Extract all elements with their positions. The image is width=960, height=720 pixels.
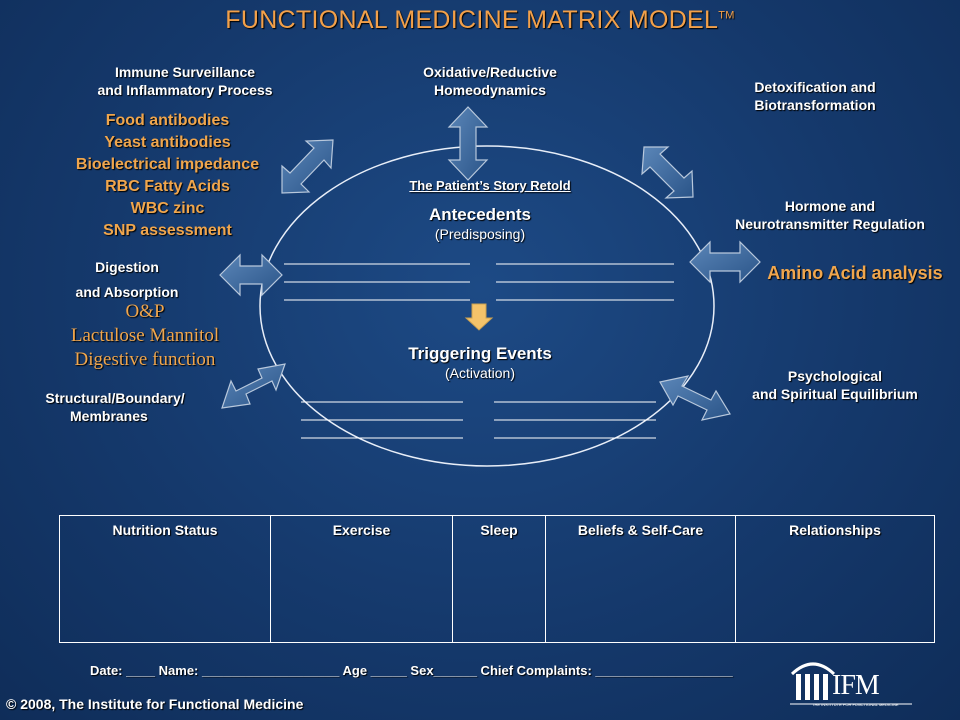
antecedents-heading: Antecedents	[428, 205, 532, 224]
antecedents-sub: (Predisposing)	[434, 226, 526, 242]
test-item: RBC Fatty Acids	[105, 178, 230, 195]
double-arrow-immune	[281, 139, 334, 194]
ifm-logo-icon	[790, 662, 912, 705]
psych-line2: and Spiritual Equilibrium	[752, 386, 918, 402]
hormone-line2: Neurotransmitter Regulation	[735, 216, 925, 232]
test-item: Bioelectrical impedance	[75, 156, 260, 173]
ifm-logo: IFM THE INSTITUTE FOR FUNCTIONAL MEDICIN…	[788, 652, 918, 708]
detox-label: Detoxification and Biotransformation	[715, 78, 915, 114]
double-arrow-hormone	[689, 240, 761, 284]
test-item: SNP assessment	[103, 222, 232, 239]
center-ellipse	[259, 145, 715, 467]
patient-story-heading: The Patient’s Story Retold	[409, 178, 571, 193]
triggering-sub: (Activation)	[444, 365, 516, 381]
test-item: WBC zinc	[130, 200, 205, 217]
patient-info-line: Date: ____ Name: ___________________ Age…	[90, 663, 733, 678]
structural-line1: Structural/Boundary/	[45, 390, 185, 406]
digestion-label: Digestion and Absorption	[52, 255, 202, 305]
oxidative-line2: Homeodynamics	[433, 82, 547, 98]
immune-line2: and Inflammatory Process	[97, 82, 273, 98]
double-arrow-digestion	[219, 253, 283, 297]
ifm-logo-tagline: THE INSTITUTE FOR FUNCTIONAL MEDICINE	[812, 702, 899, 707]
hormone-label: Hormone and Neurotransmitter Regulation	[715, 197, 945, 233]
double-arrow-detox	[641, 146, 694, 199]
title-text: FUNCTIONAL MEDICINE MATRIX MODEL	[225, 6, 719, 34]
detox-line2: Biotransformation	[754, 97, 876, 113]
structural-label: Structural/Boundary/ Membranes	[30, 389, 200, 425]
psych-line1: Psychological	[787, 368, 883, 384]
ifm-logo-text: IFM	[832, 670, 880, 701]
triggering-heading: Triggering Events	[408, 344, 552, 363]
table-header-exercise: Exercise	[271, 516, 453, 642]
copyright-notice: © 2008, The Institute for Functional Med…	[6, 696, 304, 712]
immune-label: Immune Surveillance and Inflammatory Pro…	[70, 63, 300, 99]
digestion-line1: Digestion	[95, 259, 159, 275]
trademark-mark: TM	[718, 9, 735, 22]
oxidative-label: Oxidative/Reductive Homeodynamics	[390, 63, 590, 99]
structural-line2: Membranes	[70, 408, 148, 424]
digestion-line2: and Absorption	[75, 284, 179, 300]
digestion-tests: O&P Lactulose Mannitol Digestive functio…	[30, 300, 260, 372]
oxidative-line1: Oxidative/Reductive	[423, 64, 557, 80]
psych-label: Psychological and Spiritual Equilibrium	[730, 367, 940, 403]
detox-line1: Detoxification and	[754, 79, 876, 95]
test-item: Lactulose Mannitol	[70, 325, 220, 346]
amino-test: Amino Acid analysis	[767, 263, 943, 283]
test-item: Digestive function	[74, 349, 216, 370]
table-header-nutrition: Nutrition Status	[60, 516, 271, 642]
double-arrow-psych	[659, 375, 731, 421]
double-arrow-oxidative	[447, 106, 489, 181]
test-item: Yeast antibodies	[104, 134, 231, 151]
page-title: FUNCTIONAL MEDICINE MATRIX MODELTM	[0, 6, 960, 35]
double-arrow-structural	[221, 363, 286, 409]
immune-line1: Immune Surveillance	[114, 64, 256, 80]
test-item: Food antibodies	[105, 112, 230, 129]
table-header-sleep: Sleep	[453, 516, 546, 642]
down-arrow-icon	[464, 303, 494, 331]
table-header-relationships: Relationships	[789, 522, 881, 538]
immune-tests: Food antibodies Yeast antibodies Bioelec…	[40, 110, 295, 242]
table-header-beliefs: Beliefs & Self-Care	[546, 516, 736, 642]
hormone-line1: Hormone and	[784, 198, 876, 214]
lifestyle-table: Nutrition Status Exercise Sleep Beliefs …	[59, 515, 935, 643]
test-item: O&P	[125, 301, 165, 322]
